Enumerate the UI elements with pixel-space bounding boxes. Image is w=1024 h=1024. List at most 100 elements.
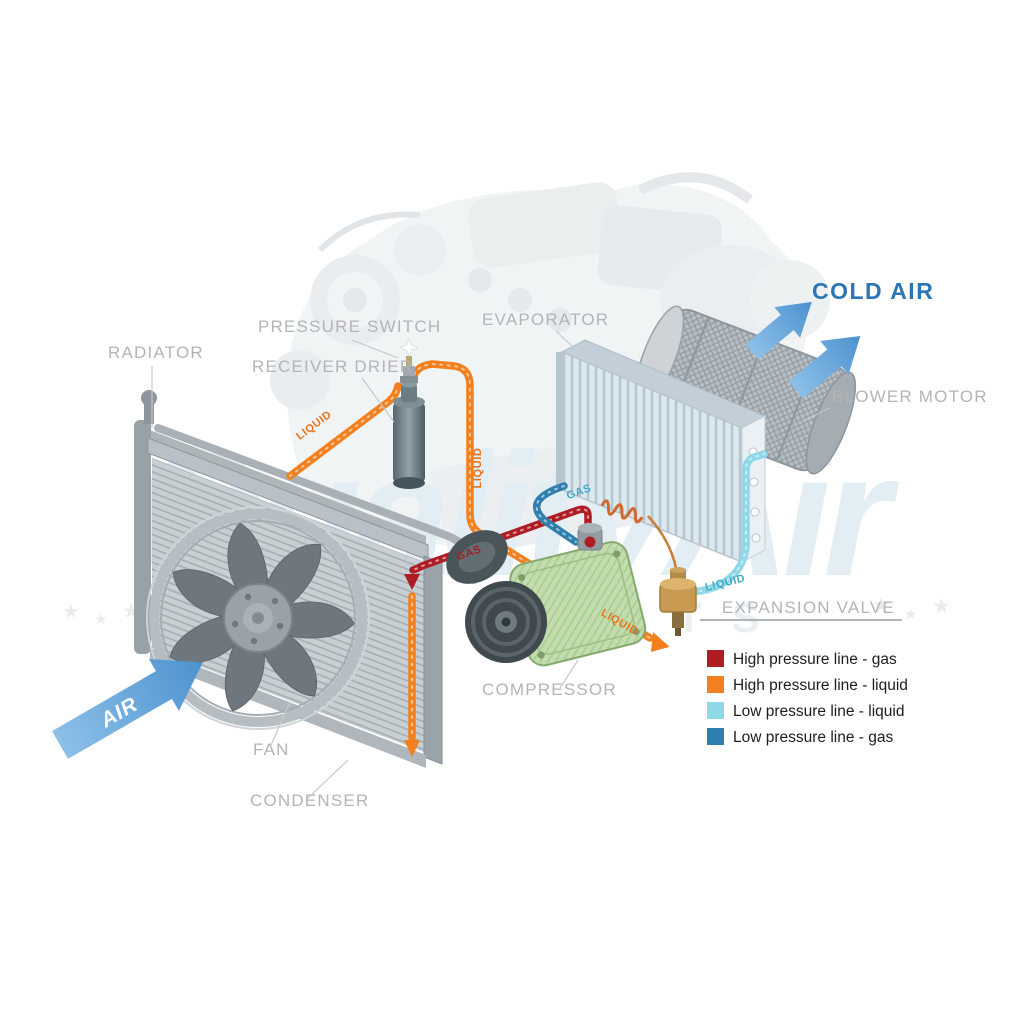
label-evaporator: EVAPORATOR [482, 310, 609, 329]
label-fan: FAN [253, 740, 290, 759]
pulley-groove [471, 587, 541, 657]
label-radiator: RADIATOR [108, 343, 204, 362]
pulley-ghost [270, 350, 330, 410]
compressor-fitting-top [578, 523, 602, 533]
pipe-texture [411, 362, 651, 639]
legend-swatch-low-gas [707, 728, 724, 745]
star-icon: ★ [94, 611, 107, 628]
legend-swatch-low-liquid [707, 702, 724, 719]
pulley-groove [482, 598, 530, 646]
cold-air-arrow-shape [788, 336, 861, 399]
condenser-right-tank [423, 555, 443, 765]
engine-detail-ghost [750, 260, 830, 340]
expansion-valve [659, 567, 697, 636]
liquid-label-down: LIQUID [472, 448, 484, 489]
drier-bottom [393, 477, 425, 489]
switch-nut [400, 376, 418, 383]
hose-ghost [637, 172, 754, 204]
radiator-filler-neck [144, 398, 154, 424]
legend-label-high-gas: High pressure line - gas [733, 651, 897, 668]
leader-receiver-drier [361, 377, 395, 423]
fan-shroud-inner [160, 520, 356, 716]
evaporator [556, 339, 767, 564]
star-icon: ★ [872, 594, 891, 617]
valve-top-cap [670, 567, 686, 573]
component-labels: RADIATOR PRESSURE SWITCH RECEIVER DRIER … [108, 310, 988, 810]
pulley-center-bolt [501, 617, 511, 627]
pulley-ghost [394, 224, 446, 276]
compressor-bolt [613, 550, 621, 558]
leader-pressure-switch [351, 339, 399, 359]
valve-cover-ghost [468, 182, 622, 268]
legend-label-low-liquid: Low pressure line - liquid [733, 703, 904, 720]
drier-neck [401, 384, 417, 402]
equalizer-line [647, 515, 678, 569]
fan-hub-center [252, 612, 264, 624]
cold-air-label: COLD AIR [812, 278, 934, 304]
fan-hub-bolt [271, 597, 279, 605]
fan-hub-bolt [244, 593, 252, 601]
label-compressor: COMPRESSOR [482, 680, 617, 699]
star-icon: ★ [904, 606, 917, 623]
leader-compressor [559, 659, 579, 689]
pipe-texture [412, 508, 589, 571]
pipe-low-pressure-gas [532, 482, 580, 546]
label-expansion-valve: EXPANSION VALVE [722, 598, 895, 617]
cold-air-arrows: COLD AIR [745, 278, 934, 399]
air-arrow-shape [52, 659, 203, 759]
leader-blower-motor [805, 407, 830, 421]
drier-body [393, 401, 425, 484]
flow-arrow-orange [404, 740, 420, 757]
label-receiver-drier: RECEIVER DRIER [252, 357, 413, 376]
pipe-texture [691, 453, 765, 593]
label-pressure-switch: PRESSURE SWITCH [258, 317, 441, 336]
compressor-bolt [518, 574, 526, 582]
star-icon: ★ [932, 595, 951, 618]
cold-air-arrow-shape [745, 301, 812, 360]
leader-fan [270, 701, 291, 746]
end-plate-hole [751, 533, 761, 543]
compressor-bolt [632, 627, 640, 635]
leader-evaporator [555, 330, 576, 350]
label-blower-motor: BLOWER MOTOR [832, 387, 988, 406]
switch-tip [406, 356, 412, 366]
refrigerant-pipes-low [532, 450, 768, 596]
end-plate-hole [749, 477, 759, 487]
flow-arrow-orange-valve [650, 632, 670, 652]
leader-lines [151, 330, 902, 799]
engine-detail-ghost [468, 268, 492, 292]
legend-label-low-gas: Low pressure line - gas [733, 729, 893, 746]
compressor [446, 523, 647, 667]
pipe-texture [289, 385, 399, 477]
legend-swatch-high-liquid [707, 676, 724, 693]
label-condenser: CONDENSER [250, 791, 369, 810]
valve-stem [672, 612, 684, 628]
fan-shroud-outer [146, 506, 370, 730]
switch-spark-icon [398, 337, 420, 358]
compressor-bolt [537, 651, 545, 659]
radiator-cap [141, 390, 157, 406]
legend-swatch-high-gas [707, 650, 724, 667]
engine-detail-ghost [508, 288, 532, 312]
flexible-hose-coil [600, 499, 644, 524]
fan [146, 506, 370, 730]
fan-hub-bolt [231, 620, 239, 628]
flow-arrow-red [404, 574, 420, 590]
legend: High pressure line - gas High pressure l… [707, 650, 908, 746]
star-icon: ★ [62, 601, 80, 623]
fan-hub-bolt [276, 622, 284, 630]
pulley-ghost [343, 288, 367, 312]
evaporator-left-edge [556, 352, 562, 490]
blower-end-cap [805, 371, 857, 475]
discharge-port [584, 536, 596, 548]
end-plate-hole [750, 507, 760, 517]
engine-detail-ghost [548, 308, 572, 332]
refrigerant-pipes-high [286, 360, 654, 757]
pressure-switch [398, 337, 420, 383]
clutch-housing-inner [458, 541, 496, 573]
valve-tip [675, 628, 681, 636]
radiator-left-tank [134, 420, 151, 654]
fan-shroud-ring [149, 509, 367, 727]
fan-hub-bolt [250, 637, 258, 645]
